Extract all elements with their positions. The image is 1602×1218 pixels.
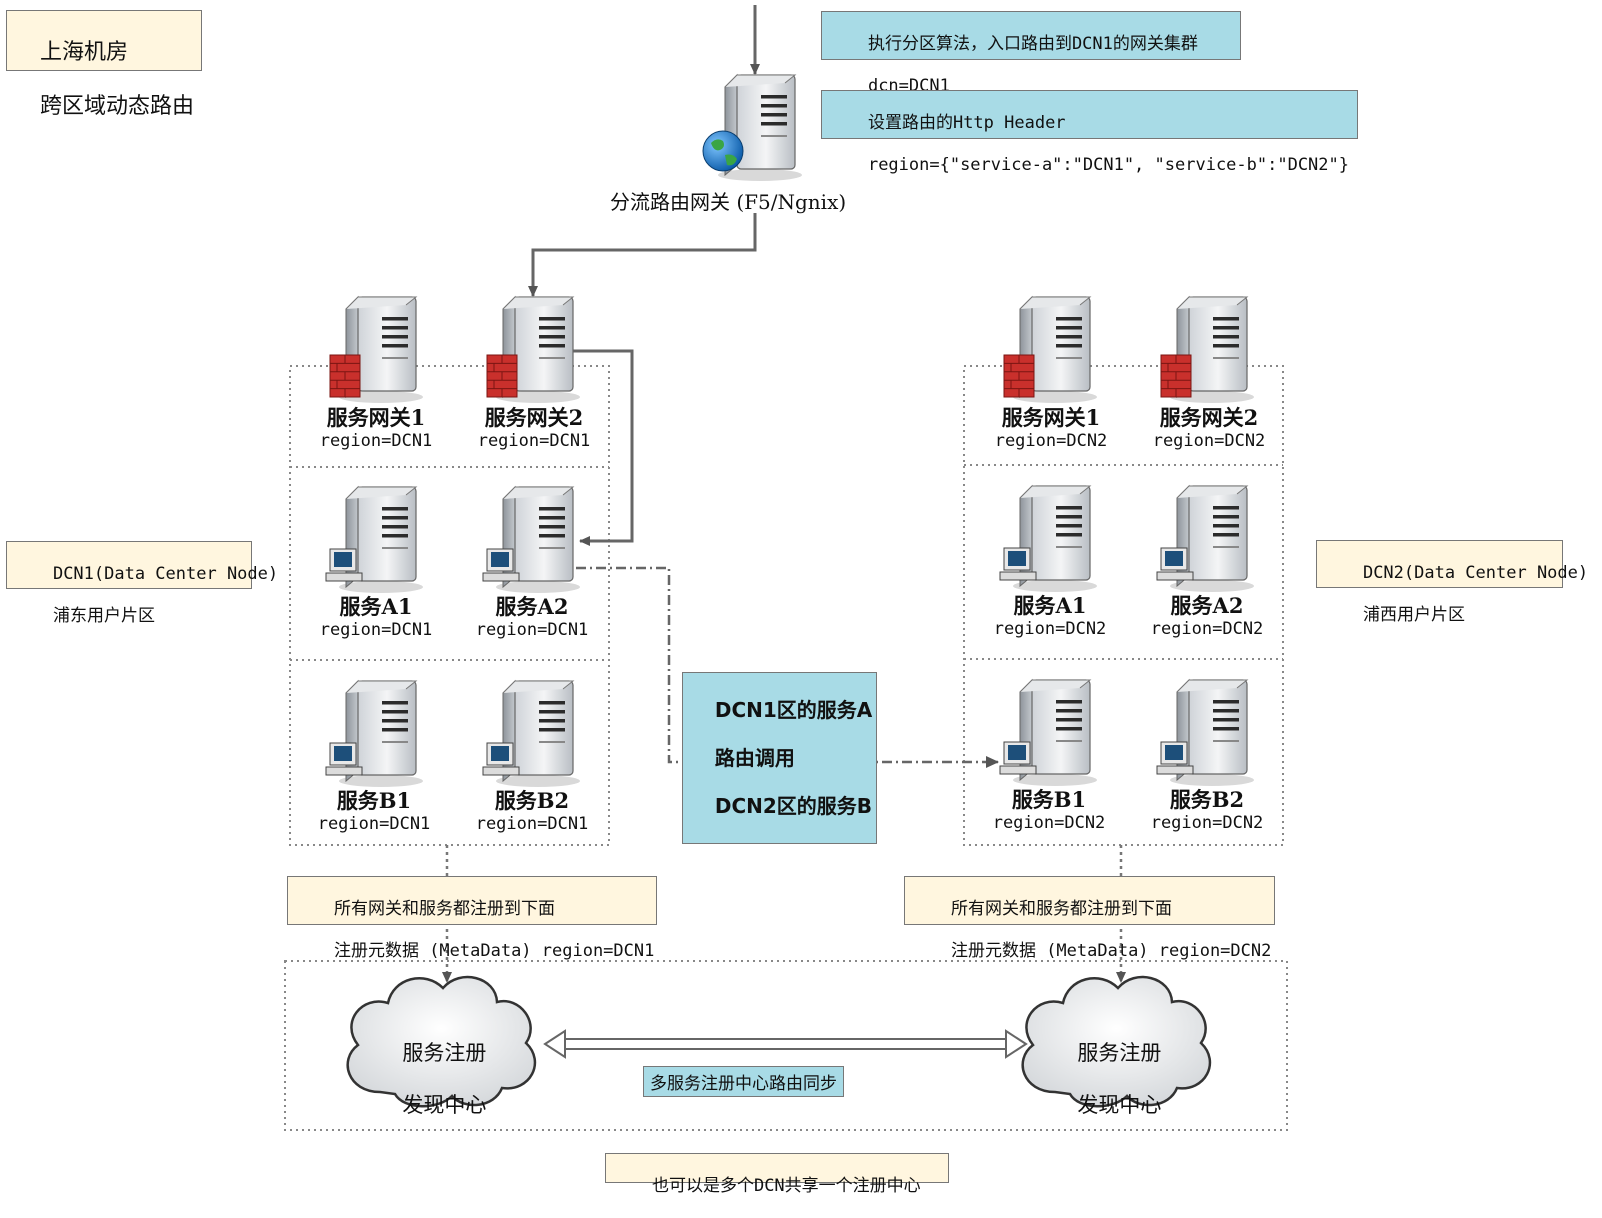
dcn1-register-note-line1: 所有网关和服务都注册到下面 [333, 899, 555, 919]
registry-cloud-right [1021, 975, 1212, 1108]
registry-cloud-left [346, 975, 537, 1108]
cross-region-call-line1: DCN1区的服务A [714, 698, 873, 722]
dcn1-gateway-2-label: 服务网关2 region=DCN1 [454, 407, 614, 452]
cross-region-call-line3: DCN2区的服务B [714, 794, 873, 818]
cross-region-call-arrow [576, 566, 999, 768]
dcn2-service-b2-region: region=DCN2 [1150, 813, 1264, 833]
dcn2-gateway-1-server-icon [1003, 295, 1097, 403]
page-title-note: 上海机房 跨区域动态路由 [6, 10, 202, 119]
page-title-line1: 上海机房 [39, 40, 128, 65]
registry-left-line2: 发现中心 [402, 1093, 487, 1117]
dcn1-service-a1-server-icon [325, 485, 423, 593]
registry-container [284, 960, 1288, 1131]
dcn2-service-a2-server-icon [1156, 484, 1254, 592]
dcn2-service-a2-region: region=DCN2 [1150, 619, 1264, 639]
dcn2-service-b2-label: 服务B2 region=DCN2 [1127, 789, 1287, 834]
dcn1-service-b1-name: 服务B1 [336, 788, 412, 813]
dcn1-service-b2-server-icon [482, 679, 580, 787]
header-note: 设置路由的Http Header region={"service-a":"DC… [821, 90, 1358, 175]
dcn2-note-line2: 浦西用户片区 [1362, 605, 1465, 625]
dcn1-gateway-1-region: region=DCN1 [319, 431, 433, 451]
dcn1-service-a2-label: 服务A2 region=DCN1 [452, 596, 612, 641]
dcn1-note-line1: DCN1(Data Center Node) [52, 564, 279, 584]
dcn1-register-note-line2: 注册元数据 (MetaData) region=DCN1 [333, 941, 655, 961]
dcn1-service-a1-label: 服务A1 region=DCN1 [296, 596, 456, 641]
shared-registry-note: 也可以是多个DCN共享一个注册中心 [605, 1153, 949, 1196]
dcn2-register-note-line2: 注册元数据 (MetaData) region=DCN2 [950, 941, 1272, 961]
dcn2-service-b1-label: 服务B1 region=DCN2 [969, 789, 1129, 834]
dcn2-container [963, 365, 1284, 846]
dcn1-gateway-1-label: 服务网关1 region=DCN1 [296, 407, 456, 452]
dcn1-gateway-1-name: 服务网关1 [326, 405, 426, 430]
header-note-line1: 设置路由的Http Header [867, 113, 1066, 133]
gateway-to-service-gateway-arrow [528, 213, 757, 297]
registry-right-line1: 服务注册 [1077, 1041, 1162, 1065]
dcn1-service-a1-region: region=DCN1 [319, 620, 433, 640]
dcn1-service-b2-label: 服务B2 region=DCN1 [452, 790, 612, 835]
dcn2-note-line1: DCN2(Data Center Node) [1362, 563, 1589, 583]
dcn2-gateway-1-region: region=DCN2 [994, 431, 1108, 451]
dcn2-service-a1-name: 服务A1 [1013, 593, 1087, 618]
dcn2-service-b1-name: 服务B1 [1011, 787, 1087, 812]
dcn2-service-a2-label: 服务A2 region=DCN2 [1127, 595, 1287, 640]
dcn2-gateway-2-region: region=DCN2 [1152, 431, 1266, 451]
registry-left-label: 服务注册 发现中心 [361, 1014, 501, 1144]
dcn1-service-b1-label: 服务B1 region=DCN1 [294, 790, 454, 835]
registry-sync-label: 多服务注册中心路由同步 [643, 1066, 844, 1097]
dcn1-service-b2-name: 服务B2 [494, 788, 570, 813]
dcn2-service-b2-server-icon [1156, 678, 1254, 786]
partition-note-line1: 执行分区算法，入口路由到DCN1的网关集群 [867, 34, 1198, 54]
dcn2-service-b2-name: 服务B2 [1169, 787, 1245, 812]
cross-region-call-label: DCN1区的服务A 路由调用 DCN2区的服务B [682, 672, 878, 844]
registry-right-line2: 发现中心 [1077, 1093, 1162, 1117]
dcn2-service-b1-server-icon [999, 678, 1097, 786]
dcn1-service-a2-server-icon [482, 485, 580, 593]
dcn1-register-note: 所有网关和服务都注册到下面 注册元数据 (MetaData) region=DC… [287, 876, 657, 961]
icon-layer [325, 73, 1254, 787]
page-title-line2: 跨区域动态路由 [39, 94, 194, 119]
dcn2-register-note-line1: 所有网关和服务都注册到下面 [950, 899, 1172, 919]
dcn2-service-a2-name: 服务A2 [1170, 593, 1244, 618]
registry-sync-arrow [543, 1029, 1028, 1059]
dcn1-service-b1-region: region=DCN1 [317, 814, 431, 834]
registry-right-label: 服务注册 发现中心 [1036, 1014, 1176, 1144]
dcn2-gateway-2-label: 服务网关2 region=DCN2 [1129, 407, 1289, 452]
dcn1-note-line2: 浦东用户片区 [52, 606, 155, 626]
dcn2-note: DCN2(Data Center Node) 浦西用户片区 [1316, 540, 1588, 625]
dcn1-service-b1-server-icon [325, 679, 423, 787]
dcn1-gateway-2-server-icon [486, 295, 580, 403]
dcn2-gateway-2-server-icon [1160, 295, 1254, 403]
dcn2-gateway-1-name: 服务网关1 [1001, 405, 1101, 430]
dcn1-gateway-1-server-icon [329, 295, 423, 403]
dcn2-service-a1-region: region=DCN2 [993, 619, 1107, 639]
dcn2-gateway-2-name: 服务网关2 [1159, 405, 1259, 430]
dcn1-service-b2-region: region=DCN1 [475, 814, 589, 834]
gateway-server-icon [702, 73, 802, 181]
dcn1-note: DCN1(Data Center Node) 浦东用户片区 [6, 541, 278, 626]
cross-region-call-line2: 路由调用 [714, 746, 795, 770]
dcn1-gateway-2-name: 服务网关2 [484, 405, 584, 430]
registry-left-line1: 服务注册 [402, 1041, 487, 1065]
dcn2-gateway-1-label: 服务网关1 region=DCN2 [971, 407, 1131, 452]
shared-registry-note-text: 也可以是多个DCN共享一个注册中心 [651, 1176, 921, 1196]
dcn1-service-a2-region: region=DCN1 [475, 620, 589, 640]
gateway-label: 分流路由网关 (F5/Ngnix) [610, 190, 847, 214]
dcn1-gateway-2-region: region=DCN1 [477, 431, 591, 451]
dcn2-register-note: 所有网关和服务都注册到下面 注册元数据 (MetaData) region=DC… [904, 876, 1275, 961]
service-gateway-to-a2-arrow [573, 349, 634, 546]
dcn2-service-a1-label: 服务A1 region=DCN2 [970, 595, 1130, 640]
dcn2-service-a1-server-icon [999, 484, 1097, 592]
dcn1-service-a2-name: 服务A2 [495, 594, 569, 619]
dcn1-container [289, 365, 610, 846]
header-note-line2: region={"service-a":"DCN1", "service-b":… [867, 155, 1349, 175]
dcn2-service-b1-region: region=DCN2 [992, 813, 1106, 833]
partition-note: 执行分区算法，入口路由到DCN1的网关集群 dcn=DCN1 [821, 11, 1241, 96]
dcn1-service-a1-name: 服务A1 [339, 594, 413, 619]
